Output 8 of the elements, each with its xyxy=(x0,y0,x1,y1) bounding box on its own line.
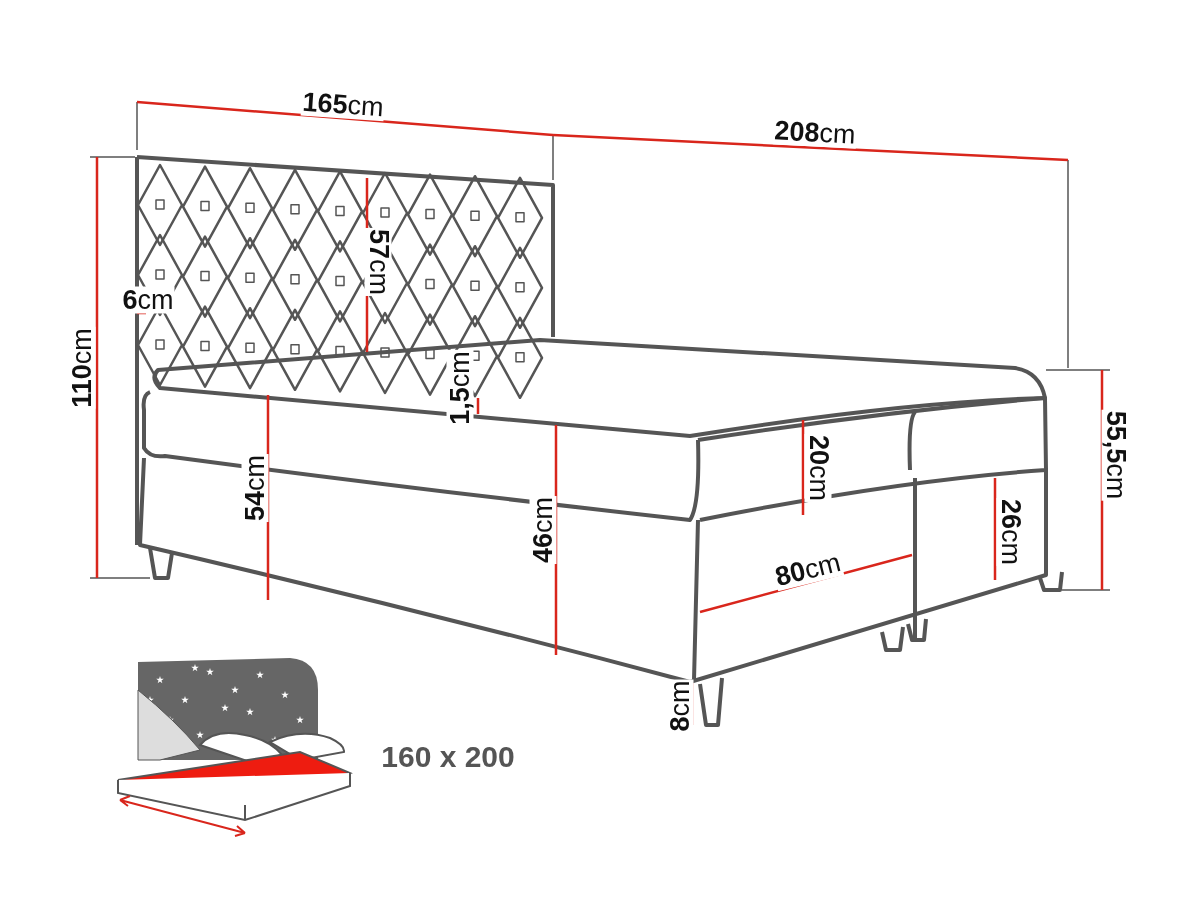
dimension-label: 55,5cm xyxy=(1101,409,1129,501)
dimension-label: 6cm xyxy=(121,286,175,314)
dimension-label: 1,5cm xyxy=(446,350,474,426)
dimension-label: 20cm xyxy=(804,434,832,502)
dimension-label: 57cm xyxy=(364,228,392,296)
dimension-label: 208cm xyxy=(772,117,858,149)
dimension-label: 46cm xyxy=(529,496,557,564)
dimension-label: 54cm xyxy=(241,454,269,522)
